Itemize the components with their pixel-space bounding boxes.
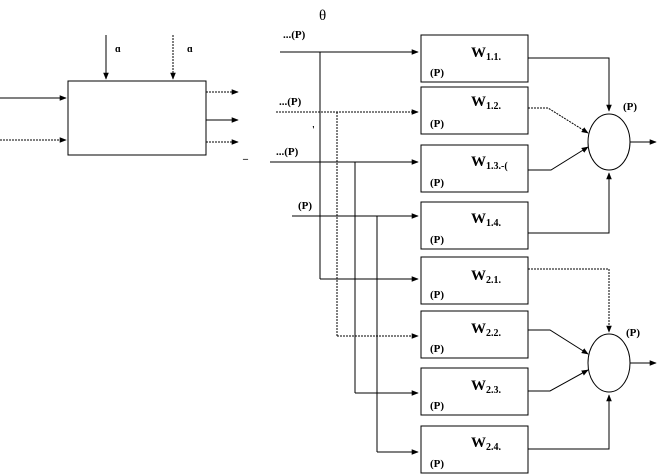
output-label-2: (P)	[626, 327, 640, 339]
theta-label: θ	[319, 8, 326, 24]
svg-text:W1.2.: W1.2.	[471, 94, 502, 112]
edge-mark-1: _	[242, 150, 249, 161]
edge-mark-2: '	[312, 125, 315, 136]
filter-w23: W2.3. (P)	[420, 367, 529, 416]
svg-text:W1.3.-(: W1.3.-(	[471, 154, 508, 172]
filter-w14: W1.4. (P)	[420, 201, 529, 250]
input-label-1: ...(P)	[283, 29, 306, 41]
svg-text:W1.1.: W1.1.	[471, 45, 502, 63]
input-label-4: (P)	[298, 200, 312, 212]
top-input-label-1: ɑ	[115, 44, 121, 55]
svg-text:W2.4.: W2.4.	[471, 435, 502, 453]
svg-text:W2.1.: W2.1.	[471, 268, 502, 286]
signal-routing	[270, 49, 419, 455]
filter-w11: W1.1. (P)	[420, 34, 529, 83]
svg-text:W1.4.: W1.4.	[471, 211, 502, 229]
input-label-3: ...(P)	[276, 146, 299, 158]
svg-text:(P): (P)	[430, 118, 444, 130]
junction-routing	[528, 57, 657, 450]
filter-w12: W1.2. (P)	[420, 86, 529, 135]
filter-w21: W2.1. (P)	[420, 256, 529, 305]
svg-text:(P): (P)	[430, 400, 444, 412]
filter-w24: W2.4. (P)	[420, 425, 529, 474]
svg-text:(P): (P)	[430, 458, 444, 470]
svg-text:(P): (P)	[430, 343, 444, 355]
svg-text:W2.2.: W2.2.	[471, 321, 502, 339]
svg-text:(P): (P)	[430, 67, 444, 79]
filter-w22: W2.2. (P)	[420, 310, 529, 359]
filter-w13: W1.3.-( (P)	[420, 144, 529, 193]
sum-junction-1	[587, 113, 631, 171]
input-label-2: ...(P)	[279, 96, 302, 108]
plant-block	[67, 80, 207, 156]
sum-junction-2	[587, 333, 631, 393]
svg-text:(P): (P)	[430, 289, 444, 301]
svg-text:W2.3.: W2.3.	[471, 378, 502, 396]
output-label-1: (P)	[623, 101, 637, 113]
svg-text:(P): (P)	[430, 177, 444, 189]
top-input-label-2: ɑ	[187, 44, 193, 55]
svg-text:(P): (P)	[430, 234, 444, 246]
